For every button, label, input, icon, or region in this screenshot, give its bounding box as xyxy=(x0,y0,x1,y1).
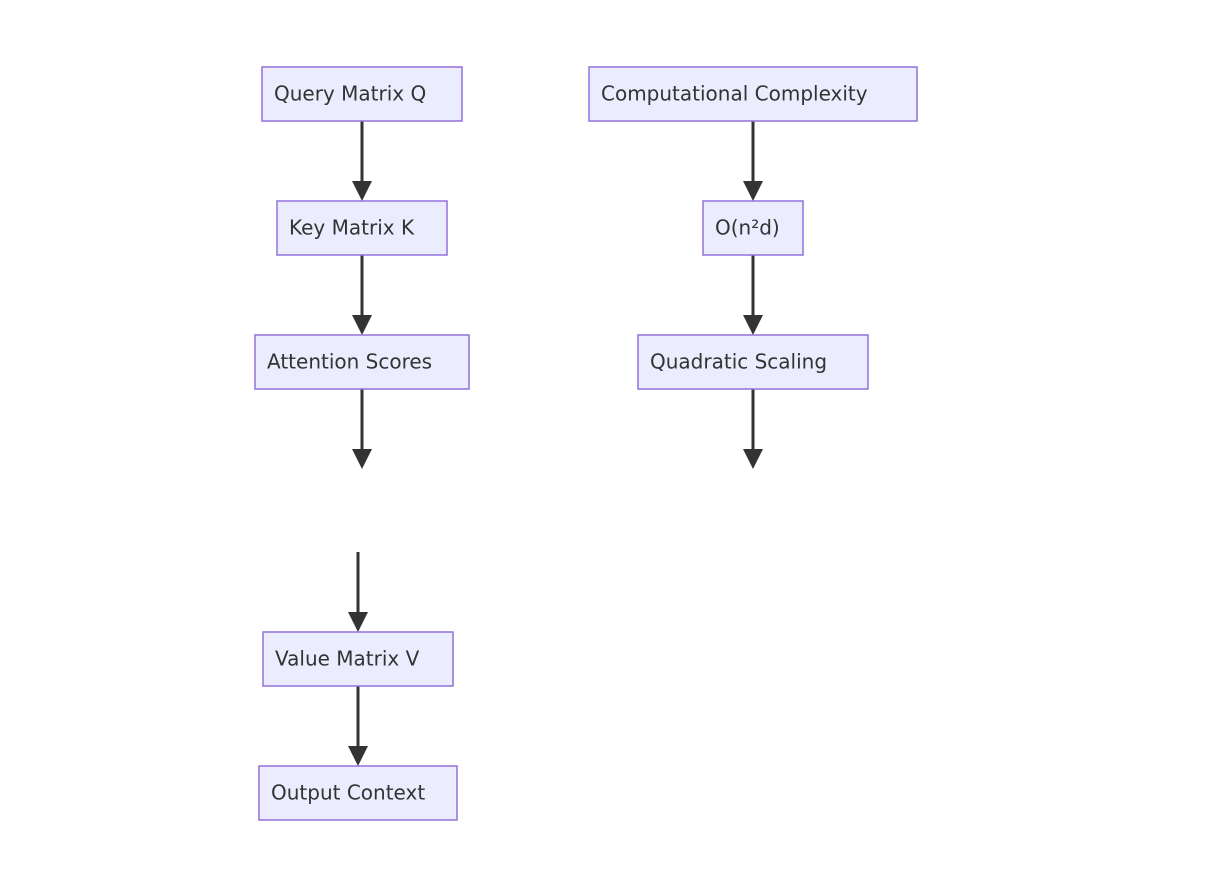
node-label-quadratic-scaling: Quadratic Scaling xyxy=(650,350,827,374)
node-query-matrix: Query Matrix Q xyxy=(261,66,463,122)
node-attention-scores: Attention Scores xyxy=(254,334,470,390)
edge-value-to-output xyxy=(348,686,368,766)
node-output-context: Output Context xyxy=(258,765,458,821)
edge-quadratic-outgoing xyxy=(743,389,763,469)
edge-scores-outgoing xyxy=(352,389,372,469)
node-big-o-complexity: O(n²d) xyxy=(702,200,804,256)
node-label-query-matrix: Query Matrix Q xyxy=(274,82,426,106)
node-quadratic-scaling: Quadratic Scaling xyxy=(637,334,869,390)
edge-query-to-key xyxy=(352,121,372,201)
edge-key-to-scores xyxy=(352,255,372,335)
node-key-matrix: Key Matrix K xyxy=(276,200,448,256)
edge-incoming-to-value xyxy=(348,552,368,632)
edges xyxy=(348,121,763,766)
node-label-computational-complexity: Computational Complexity xyxy=(601,82,868,106)
node-value-matrix: Value Matrix V xyxy=(262,631,454,687)
edge-big-o-to-quadratic xyxy=(743,255,763,335)
edge-complexity-to-big-o xyxy=(743,121,763,201)
node-label-output-context: Output Context xyxy=(271,781,425,805)
node-label-value-matrix: Value Matrix V xyxy=(275,647,420,671)
node-label-key-matrix: Key Matrix K xyxy=(289,216,415,240)
node-label-big-o-complexity: O(n²d) xyxy=(715,216,780,240)
node-label-attention-scores: Attention Scores xyxy=(267,350,432,374)
node-computational-complexity: Computational Complexity xyxy=(588,66,918,122)
